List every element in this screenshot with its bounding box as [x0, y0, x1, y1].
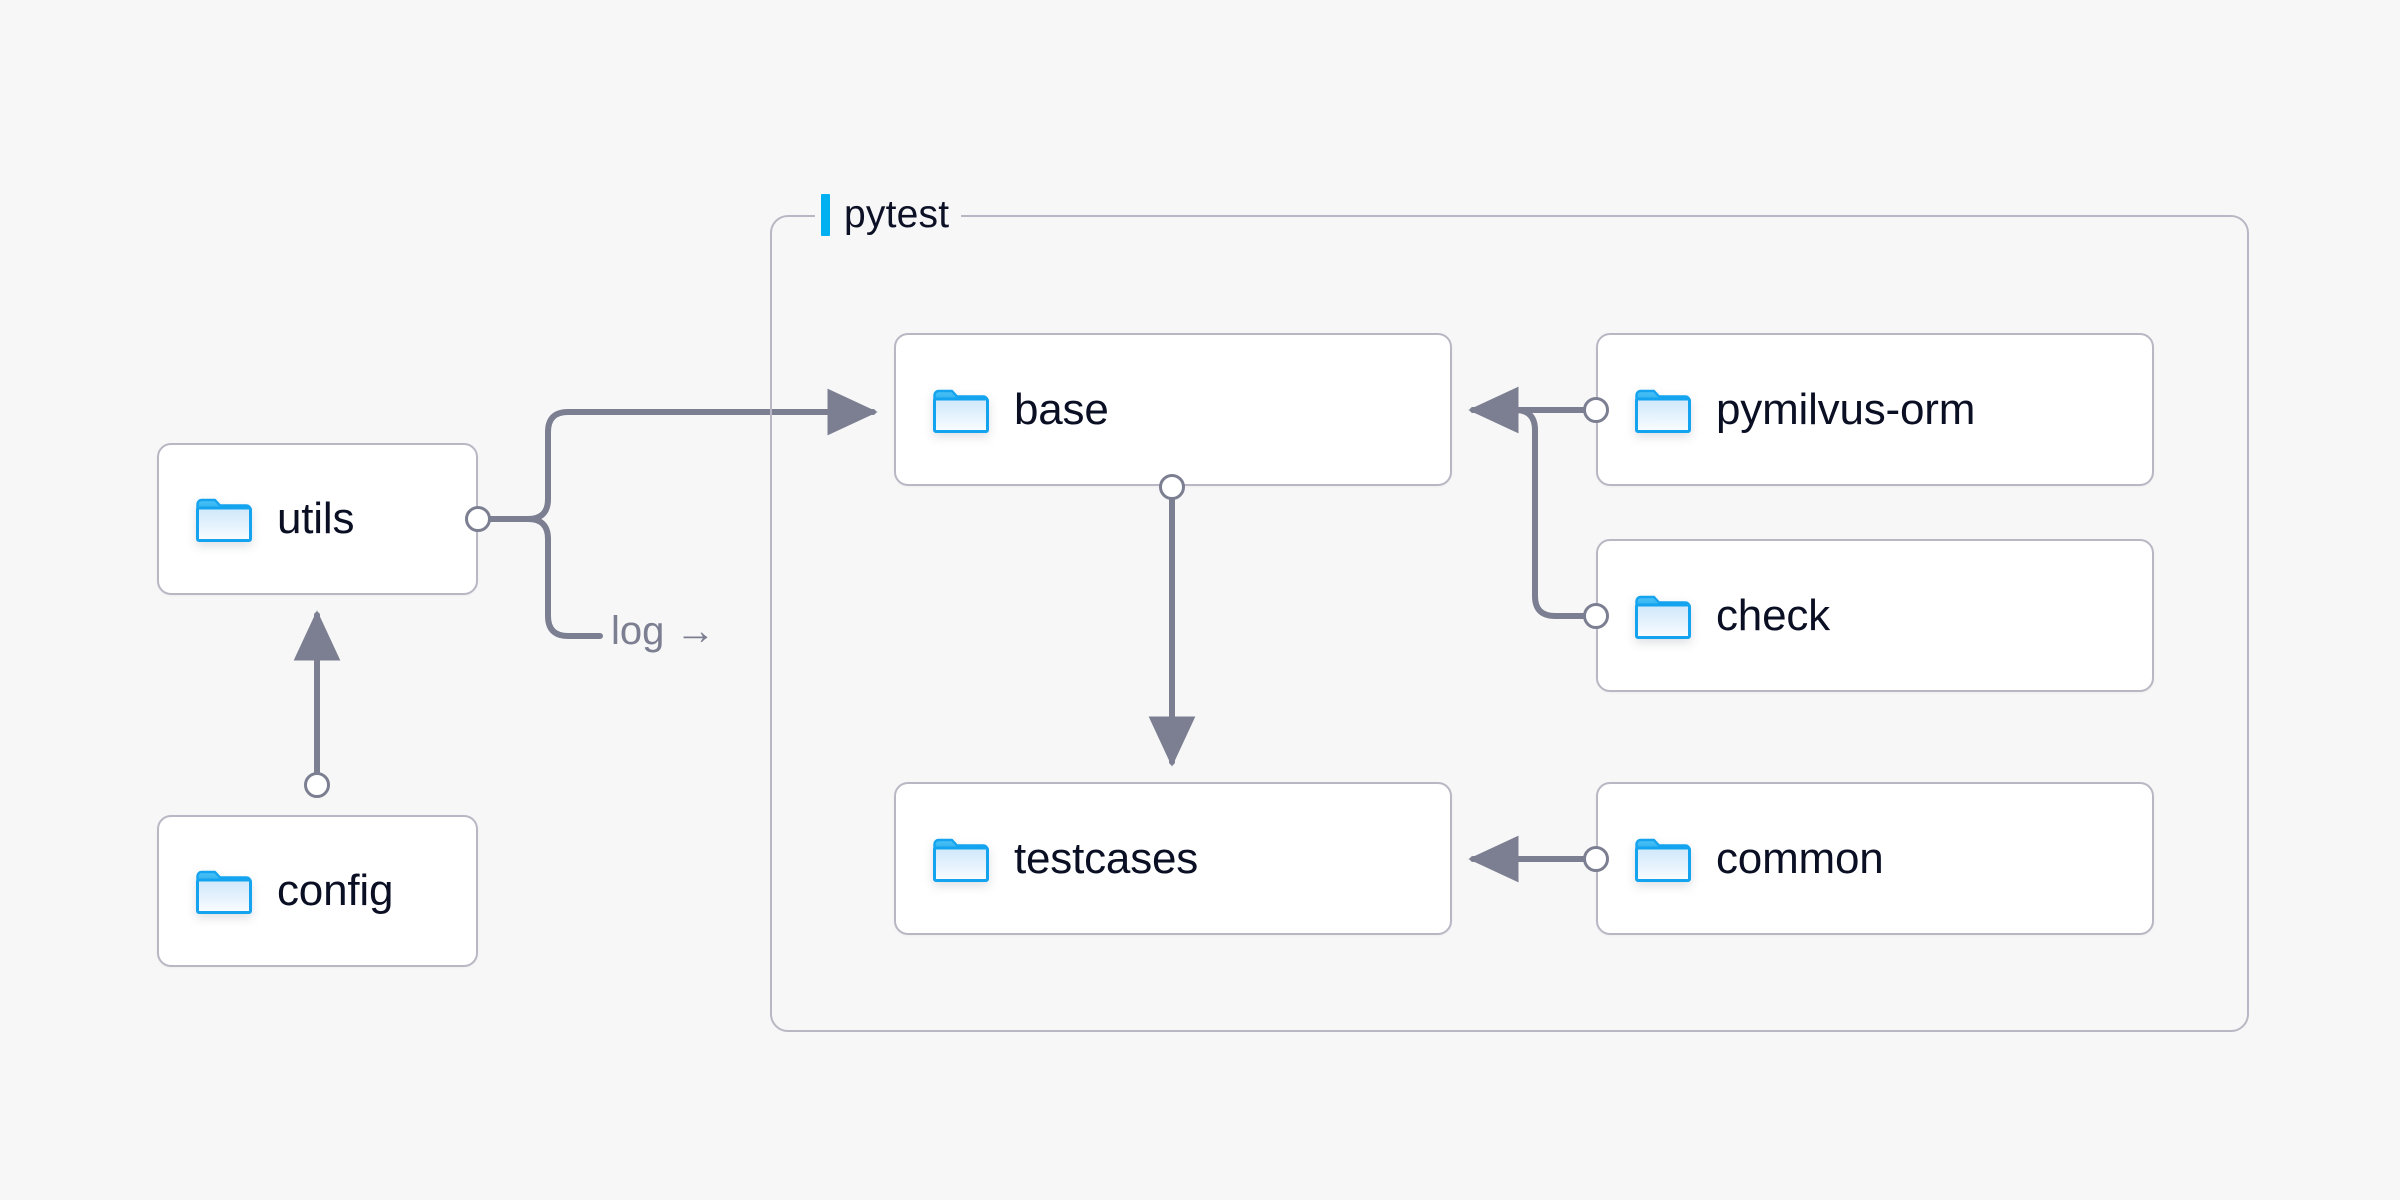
pytest-group-label: pytest [815, 192, 962, 238]
node-label: config [277, 866, 394, 915]
port-pymilvus-orm-left[interactable] [1583, 397, 1609, 423]
node-content: pymilvus-orm [1598, 385, 1975, 435]
node-common[interactable]: common [1596, 782, 2154, 935]
folder-icon [196, 498, 252, 542]
group-accent-bar [821, 194, 830, 236]
folder-icon [1635, 838, 1691, 882]
node-label: base [1014, 384, 1109, 434]
port-config-top[interactable] [304, 772, 330, 798]
node-label: common [1716, 833, 1884, 883]
group-title-text: pytest [844, 193, 950, 236]
node-check[interactable]: check [1596, 539, 2154, 692]
node-content: common [1598, 834, 1884, 884]
node-label: pymilvus-orm [1716, 384, 1976, 434]
node-content: testcases [896, 834, 1198, 884]
node-content: config [159, 866, 393, 916]
edge-label-log: log → [605, 609, 722, 654]
node-testcases[interactable]: testcases [894, 782, 1452, 935]
node-label: testcases [1014, 833, 1199, 883]
folder-icon [933, 389, 989, 433]
node-utils[interactable]: utils [157, 443, 478, 595]
port-common-left[interactable] [1583, 846, 1609, 872]
pytest-group-container[interactable] [770, 215, 2249, 1032]
folder-icon [1635, 389, 1691, 433]
port-utils-right[interactable] [465, 506, 491, 532]
folder-icon [933, 838, 989, 882]
edge-utils-to-pytest-log [488, 516, 603, 639]
port-check-left[interactable] [1583, 603, 1609, 629]
node-config[interactable]: config [157, 815, 478, 967]
node-base[interactable]: base [894, 333, 1452, 486]
node-label: check [1716, 590, 1830, 640]
node-label: utils [277, 494, 355, 543]
node-content: base [896, 385, 1109, 435]
node-content: utils [159, 494, 354, 544]
folder-icon [196, 870, 252, 914]
node-content: check [1598, 591, 1830, 641]
node-pymilvus-orm[interactable]: pymilvus-orm [1596, 333, 2154, 486]
port-base-bottom[interactable] [1159, 474, 1185, 500]
folder-icon [1635, 595, 1691, 639]
